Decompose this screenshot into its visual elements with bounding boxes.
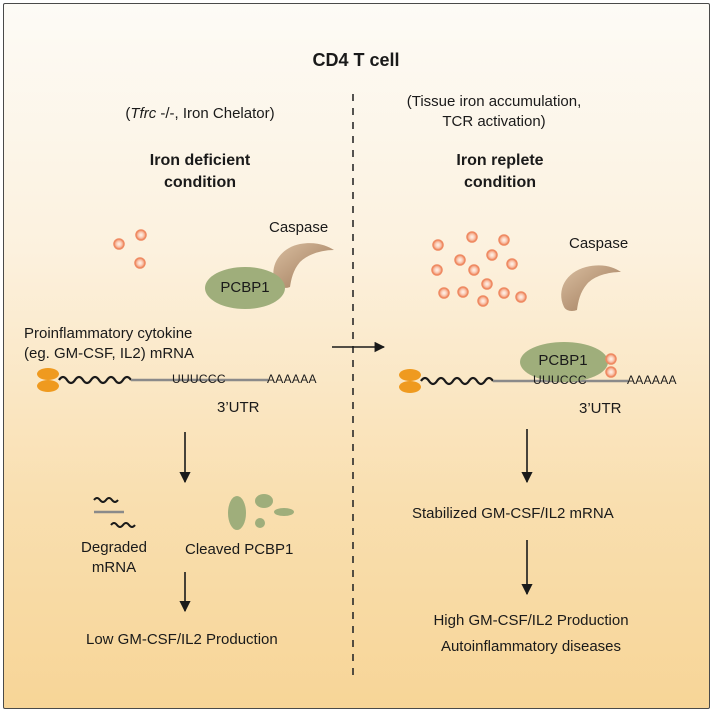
mrna-left — [37, 368, 268, 392]
diagram-title: CD4 T cell — [312, 50, 400, 70]
cap-left-bottom — [37, 380, 59, 392]
iron-ion — [432, 239, 444, 251]
stabilized-label: Stabilized GM-CSF/IL2 mRNA — [412, 505, 614, 522]
left-result: Low GM-CSF/IL2 Production — [86, 631, 278, 648]
iron-ion — [468, 264, 480, 276]
degraded-mrna-graphic — [93, 497, 136, 528]
utr-label-left: 3’UTR — [217, 399, 260, 416]
iron-ion — [431, 264, 443, 276]
pcbp1-right — [520, 342, 608, 382]
right-result: High GM-CSF/IL2 Production Autoinflammat… — [433, 612, 629, 655]
diagram-graphics — [37, 94, 628, 676]
diagram-frame: CD4 T cell (Tfrc -/-, Iron Chelator) Iro… — [3, 3, 710, 709]
iron-ion — [457, 286, 469, 298]
iron-particles-right — [431, 231, 527, 307]
pcbp1-left — [205, 267, 285, 309]
motif-left: UUUCCC — [172, 372, 226, 386]
iron-ion-bound — [605, 353, 617, 365]
left-context: (Tfrc -/-, Iron Chelator) — [125, 105, 275, 122]
utr-label-right: 3’UTR — [579, 400, 622, 417]
cap-right-bottom — [399, 381, 421, 393]
polya-left: AAAAAA — [267, 372, 317, 386]
caspase-shape-left — [273, 243, 334, 288]
right-context: (Tissue iron accumulation, TCR activatio… — [406, 93, 582, 130]
coding-wave-right — [420, 376, 494, 386]
cleaved-label: Cleaved PCBP1 — [185, 541, 294, 558]
pcbp1-label-left: PCBP1 — [220, 279, 270, 296]
caspase-shape-right — [561, 265, 621, 311]
iron-ion — [481, 278, 493, 290]
motif-right: UUUCCC — [533, 373, 587, 387]
iron-ion — [515, 291, 527, 303]
iron-ion — [454, 254, 466, 266]
cap-left-top — [37, 368, 59, 380]
degraded-label: Degraded mRNA — [81, 539, 147, 576]
right-heading: Iron replete condition — [456, 152, 544, 191]
cleaved-pcbp1-graphic — [228, 494, 294, 530]
cap-right-top — [399, 369, 421, 381]
iron-ion — [466, 231, 478, 243]
iron-ion — [438, 287, 450, 299]
polya-right: AAAAAA — [627, 373, 677, 387]
iron-particles-left — [113, 229, 147, 269]
iron-ion — [506, 258, 518, 270]
iron-ion — [477, 295, 489, 307]
iron-ion — [113, 238, 125, 250]
left-heading: Iron deficient condition — [149, 152, 251, 191]
iron-ion — [134, 257, 146, 269]
iron-ion — [486, 249, 498, 261]
iron-ion-bound — [605, 366, 617, 378]
caspase-label-left: Caspase — [269, 219, 329, 236]
iron-ion — [498, 287, 510, 299]
iron-ion — [498, 234, 510, 246]
iron-ion — [135, 229, 147, 241]
coding-wave-left — [58, 375, 132, 385]
pcbp1-label-right: PCBP1 — [538, 352, 588, 369]
cytokine-label: Proinflammatory cytokine (eg. GM-CSF, IL… — [24, 325, 195, 362]
caspase-label-right: Caspase — [569, 235, 629, 252]
